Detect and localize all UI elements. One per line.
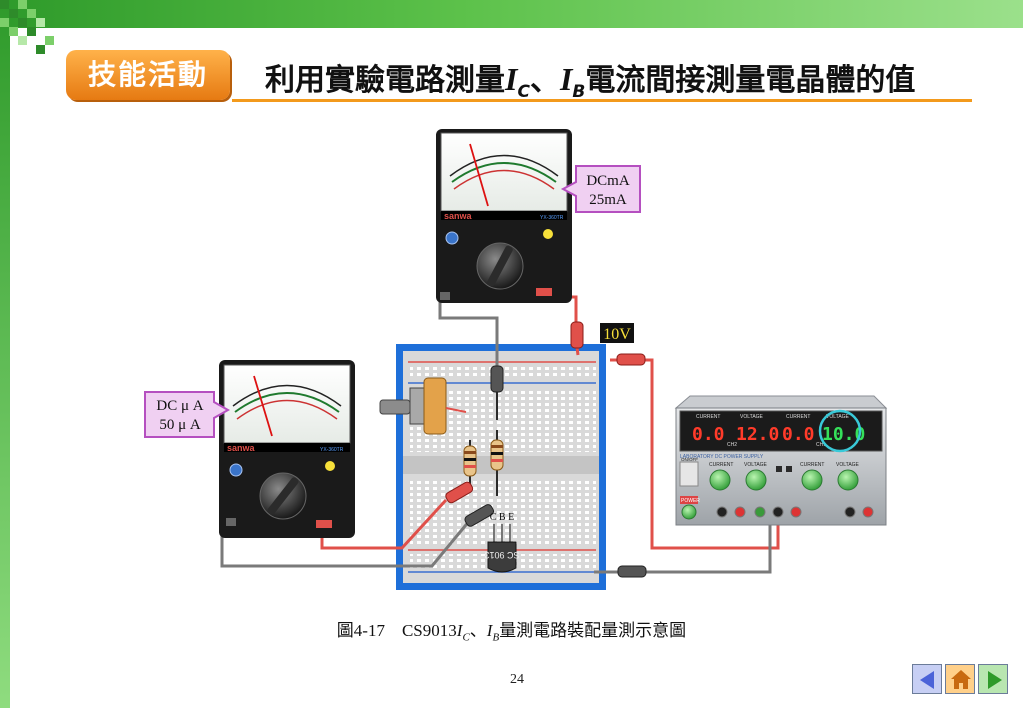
dc-power-supply: CURRENT VOLTAGE CURRENT VOLTAGE CH2 CH1 … bbox=[674, 395, 888, 526]
home-button[interactable] bbox=[945, 664, 975, 694]
voltage-tag: 10V bbox=[600, 323, 634, 343]
psu-header-1: CURRENT bbox=[696, 414, 720, 420]
corner-mosaic bbox=[0, 0, 64, 64]
top-meter-label-scale: 25mA bbox=[589, 192, 627, 208]
psu-knob-label-2: VOLTAGE bbox=[744, 462, 768, 468]
title-sub-c: C bbox=[517, 82, 530, 102]
figure-caption: 圖4-17 CS9013IC、IB量測電路裝配量測示意圖 bbox=[0, 616, 1023, 643]
skill-activity-badge: 技能活動 bbox=[66, 50, 230, 100]
caption-prefix: 圖4-17 CS9013 bbox=[336, 621, 457, 640]
caption-var-ic: I bbox=[456, 621, 463, 640]
caption-separator: 、 bbox=[469, 621, 487, 640]
psu-display-ch2-current: 0.0 bbox=[692, 424, 725, 445]
transistor-cs9013: C B E SC 9013 bbox=[484, 512, 520, 573]
arrow-right-icon bbox=[988, 671, 1002, 689]
psu-channel-1: CH1 bbox=[816, 442, 826, 448]
left-meter-label-scale: 50 μ A bbox=[159, 417, 201, 433]
page-title: 利用實驗電路測量IC、IB電流間接測量電晶體的值 bbox=[265, 55, 915, 102]
title-separator: 、 bbox=[529, 63, 560, 98]
title-var-ic: I bbox=[505, 61, 518, 97]
arrow-left-icon bbox=[920, 671, 934, 689]
psu-heading: LABORATORY DC POWER SUPPLY bbox=[680, 454, 764, 460]
top-meter-callout: DCmA 25mA bbox=[560, 165, 641, 213]
home-icon bbox=[951, 670, 971, 689]
left-green-bar bbox=[0, 0, 10, 708]
top-meter-brand: sanwa bbox=[444, 211, 473, 221]
page-number: 24 bbox=[510, 672, 524, 687]
psu-header-3: CURRENT bbox=[786, 414, 810, 420]
title-var-ib: I bbox=[559, 61, 573, 97]
psu-knob-label-3: CURRENT bbox=[800, 462, 824, 468]
next-slide-button[interactable] bbox=[978, 664, 1008, 694]
psu-onoff-label: ON/OFF bbox=[681, 457, 698, 462]
left-meter-model: YX-360TR bbox=[320, 447, 344, 453]
psu-display-ch1-voltage: 10.0 bbox=[822, 424, 865, 445]
prev-slide-button[interactable] bbox=[912, 664, 942, 694]
psu-display-ch2-voltage: 12.0 bbox=[736, 424, 779, 445]
transistor-pin-labels: C B E bbox=[490, 512, 514, 523]
title-part1: 利用實驗電路測量 bbox=[265, 63, 505, 98]
caption-sub-b: B bbox=[492, 631, 500, 644]
title-part2: 電流間接測量電晶體的值 bbox=[585, 63, 916, 98]
caption-var-ib: I bbox=[486, 621, 493, 640]
voltage-tag-label: 10V bbox=[603, 326, 631, 343]
title-underline bbox=[232, 99, 972, 102]
psu-knob-label-4: VOLTAGE bbox=[836, 462, 860, 468]
multimeter-top: sanwa YX-360TR bbox=[436, 129, 572, 303]
multimeter-left: sanwa YX-360TR bbox=[219, 360, 355, 538]
top-green-bar bbox=[0, 0, 1023, 28]
psu-power-label: POWER bbox=[681, 498, 700, 504]
caption-suffix: 量測電路裝配量測示意圖 bbox=[499, 621, 687, 640]
psu-header-2: VOLTAGE bbox=[740, 414, 764, 420]
left-meter-brand: sanwa bbox=[227, 443, 256, 453]
title-sub-b: B bbox=[572, 82, 586, 102]
psu-knob-label-1: CURRENT bbox=[709, 462, 733, 468]
psu-header-4: VOLTAGE bbox=[826, 414, 850, 420]
left-meter-callout: DC μ A 50 μ A bbox=[144, 391, 231, 438]
top-meter-model: YX-360TR bbox=[540, 215, 564, 221]
potentiometer bbox=[379, 377, 467, 435]
caption-sub-c: C bbox=[462, 631, 470, 644]
left-meter-label-range: DC μ A bbox=[156, 398, 203, 414]
transistor-marking: SC 9013 bbox=[484, 550, 519, 560]
psu-channel-2: CH2 bbox=[727, 442, 737, 448]
psu-display-ch1-current: 0.0 bbox=[782, 424, 815, 445]
resistors bbox=[463, 439, 504, 477]
top-meter-label-range: DCmA bbox=[586, 173, 630, 189]
alligator-clips bbox=[445, 321, 647, 578]
